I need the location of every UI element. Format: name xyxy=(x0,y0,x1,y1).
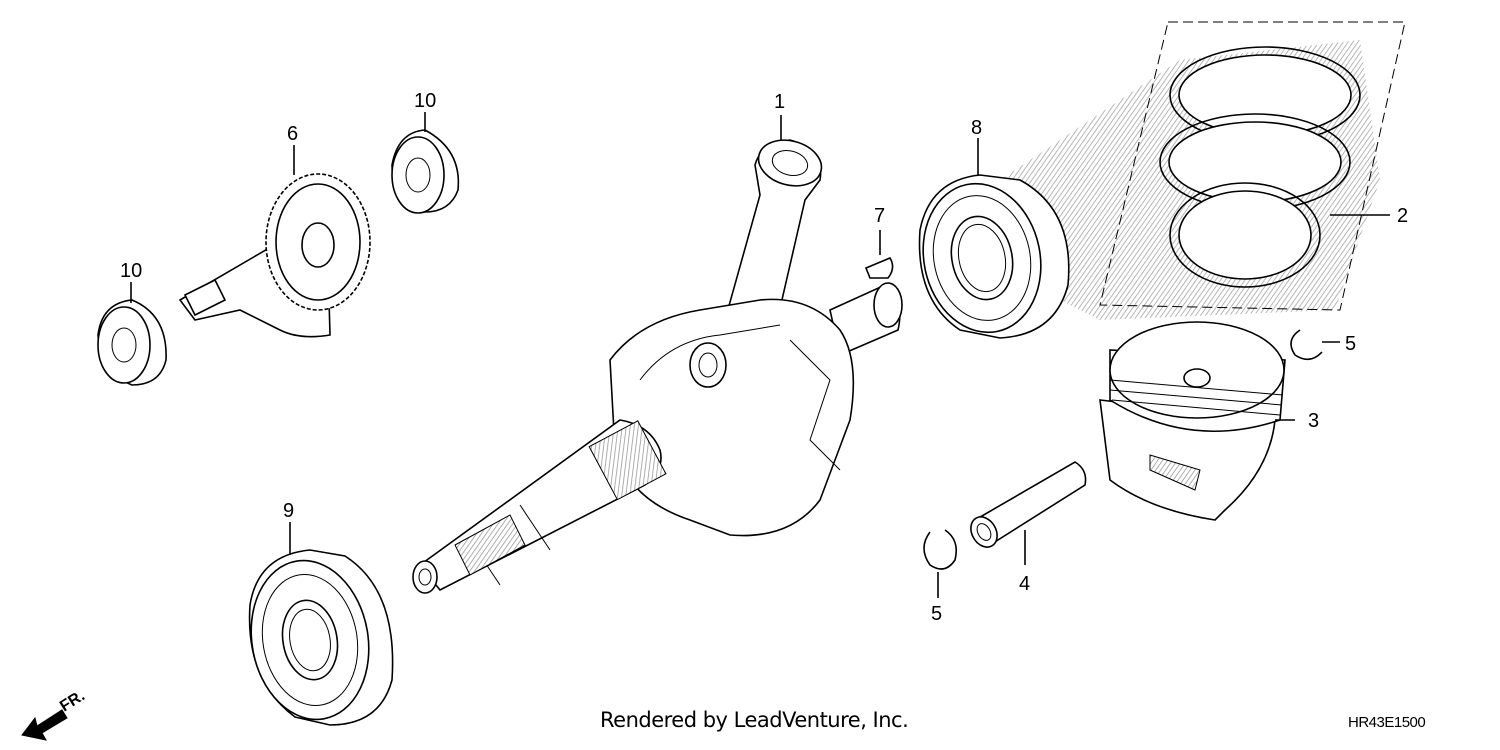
piston-ring-set xyxy=(1100,22,1405,310)
diagram-code: HR43E1500 xyxy=(1348,714,1426,731)
callout-10-upper: 10 xyxy=(414,90,436,112)
callout-7: 7 xyxy=(874,205,885,227)
bearing-10-upper xyxy=(392,112,458,213)
piston-pin xyxy=(966,462,1086,565)
piston-pin-clip-left xyxy=(924,530,956,598)
front-direction-arrow-icon: FR. xyxy=(22,687,88,740)
callout-1: 1 xyxy=(774,91,785,113)
callout-2: 2 xyxy=(1397,205,1408,227)
bearing-8 xyxy=(910,138,1069,343)
piston xyxy=(1100,322,1295,520)
render-credit: Rendered by LeadVenture, Inc. xyxy=(600,708,909,732)
balancer-shaft-gear xyxy=(180,145,370,337)
crankshaft-assembly xyxy=(413,115,902,593)
callout-8: 8 xyxy=(971,117,982,139)
callout-10-lower: 10 xyxy=(120,260,142,282)
piston-pin-clip-right xyxy=(1291,330,1340,359)
callout-6: 6 xyxy=(287,123,298,145)
callout-9: 9 xyxy=(283,500,294,522)
callout-5-left: 5 xyxy=(931,603,942,625)
callout-3: 3 xyxy=(1308,410,1319,432)
bearing-10-lower xyxy=(98,282,166,385)
woodruff-key xyxy=(866,230,893,278)
bearing-9 xyxy=(239,522,393,729)
callout-4: 4 xyxy=(1019,573,1030,595)
callout-5-right: 5 xyxy=(1345,333,1356,355)
